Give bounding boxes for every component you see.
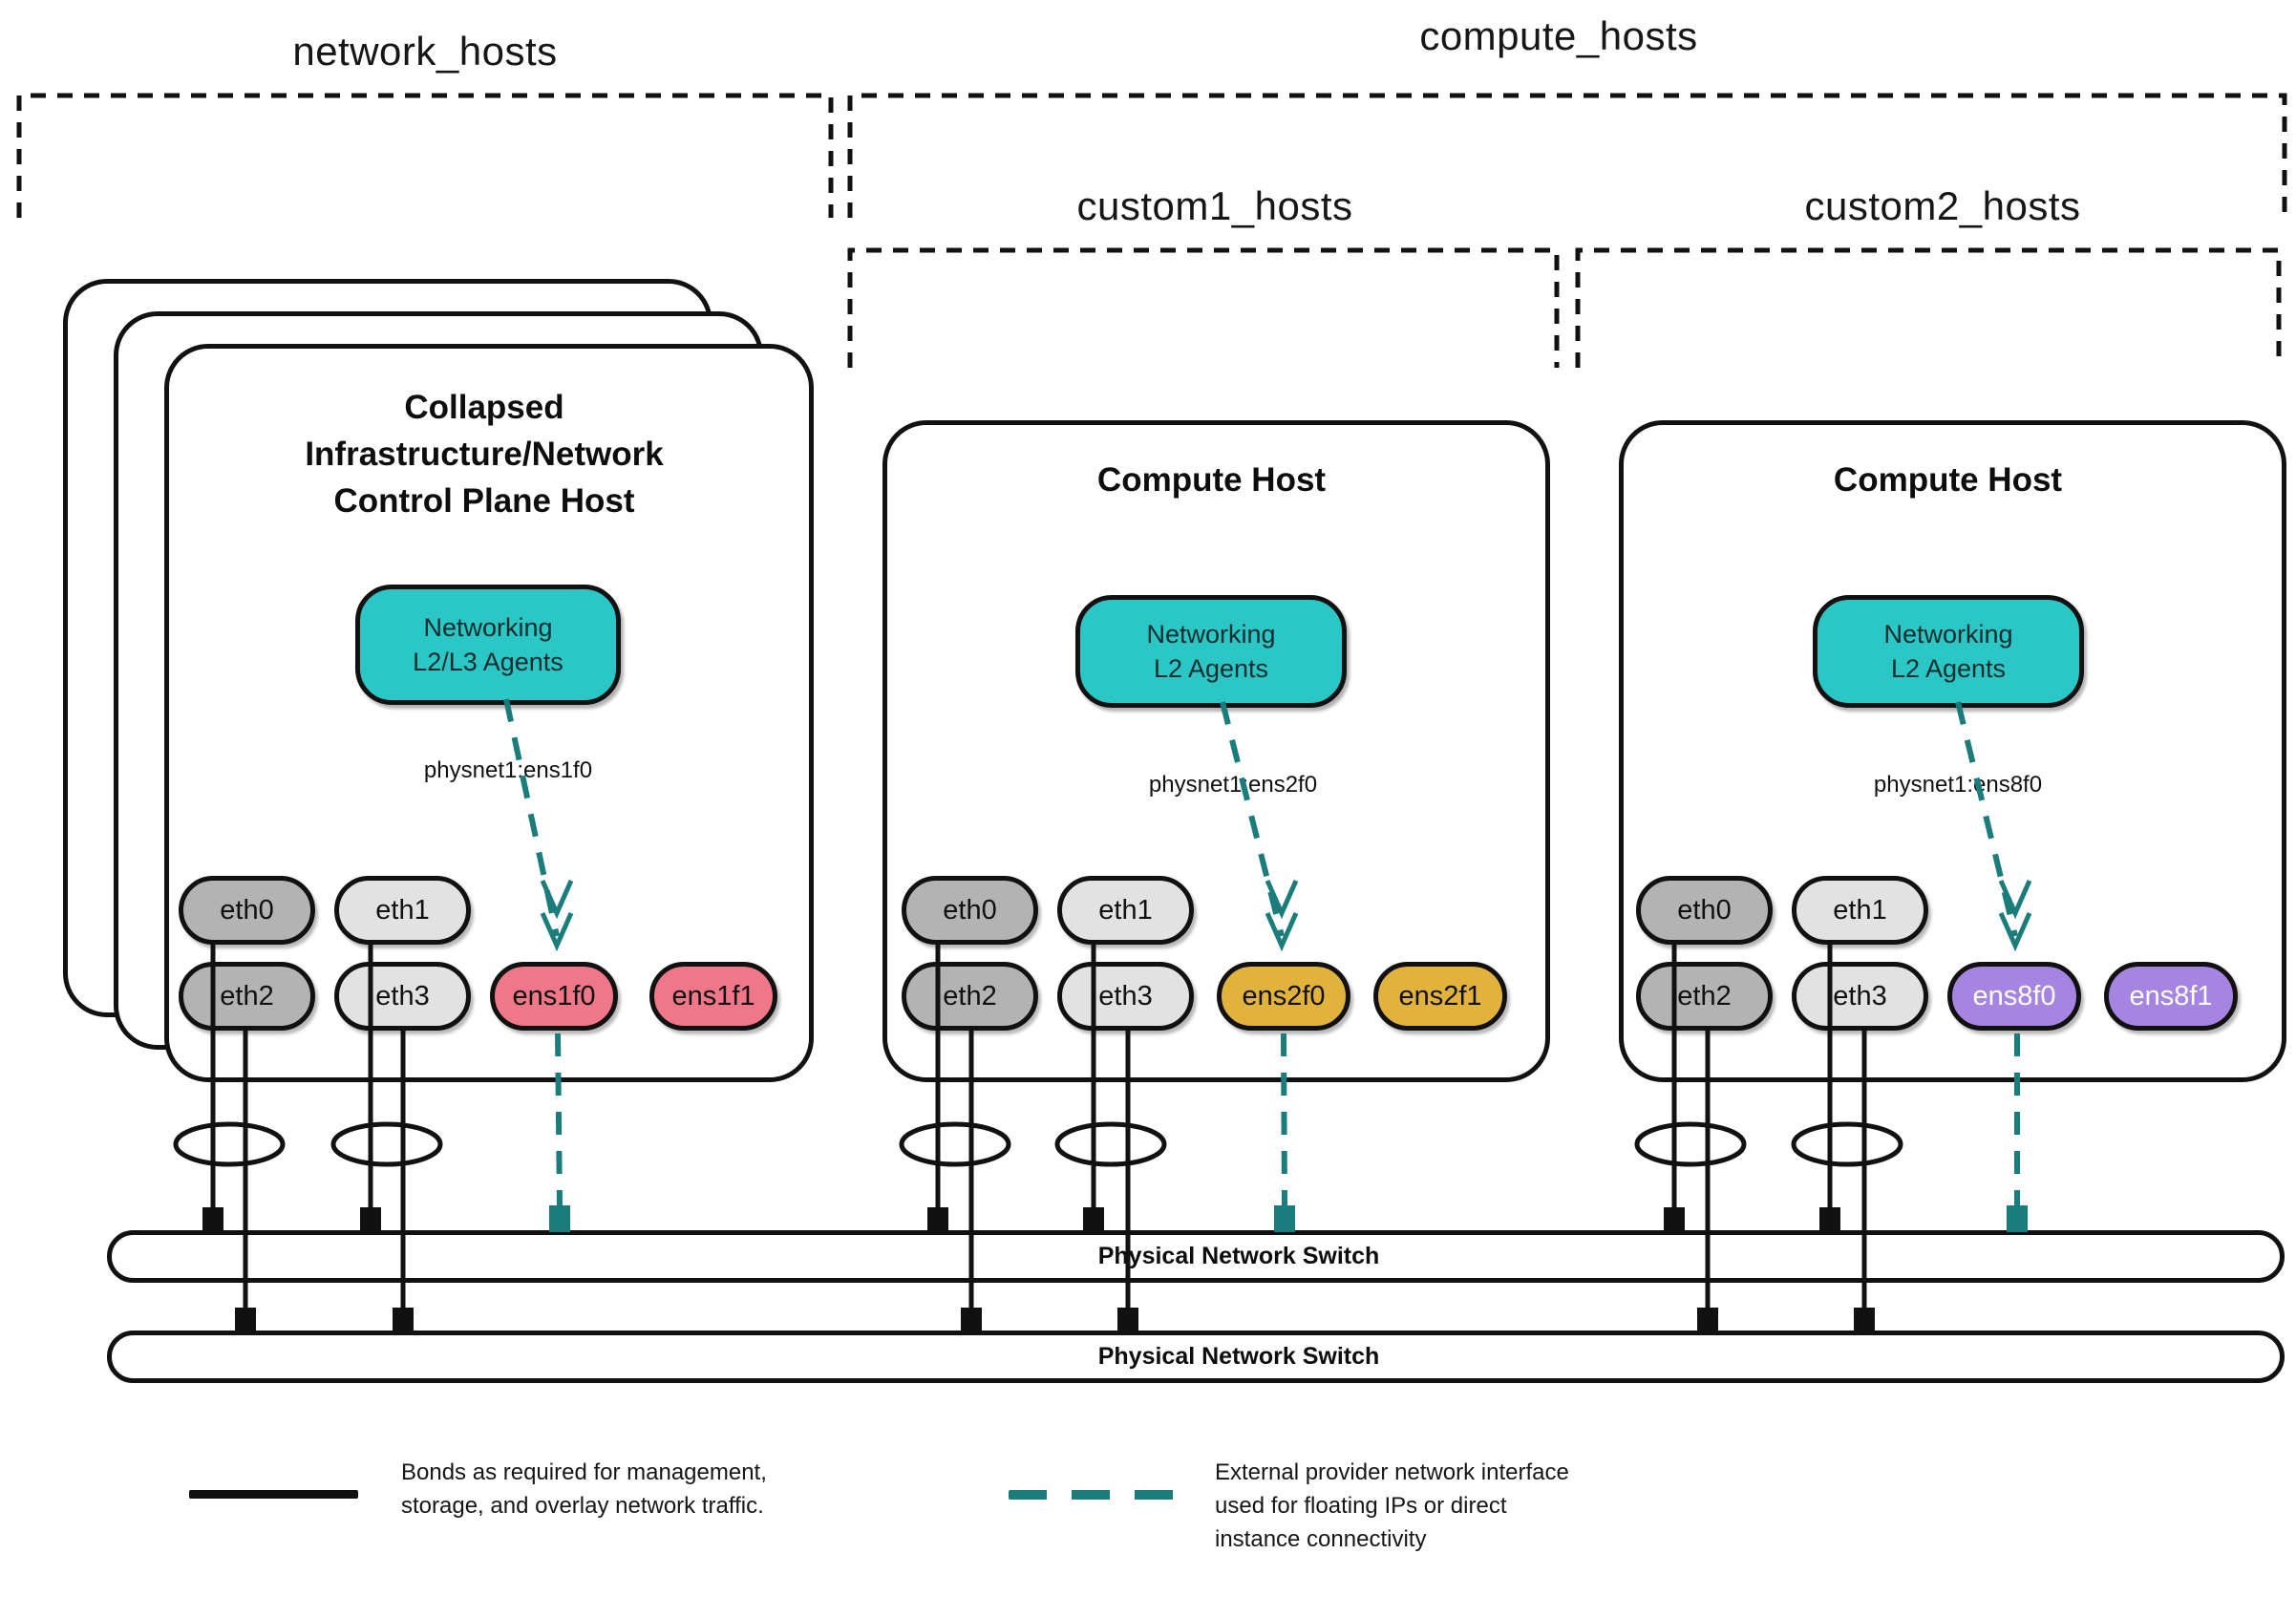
nic-pill-eth2: eth2 bbox=[179, 962, 315, 1031]
compute-host-1-physnet-label: physnet1:ens2f0 bbox=[1148, 772, 1318, 798]
nic-pill-eth2: eth2 bbox=[902, 962, 1038, 1031]
nic-pill-eth0: eth0 bbox=[902, 876, 1038, 945]
provider-network-squares bbox=[549, 1205, 2028, 1232]
nic-pill-ens1f0: ens1f0 bbox=[490, 962, 618, 1031]
nic-pill-eth0: eth0 bbox=[179, 876, 315, 945]
bond-ellipses bbox=[173, 1121, 1903, 1167]
compute-host-2-title: Compute Host bbox=[1833, 461, 2063, 499]
physical-network-switch-1: Physical Network Switch bbox=[107, 1230, 2285, 1283]
group-label-compute-hosts: compute_hosts bbox=[1419, 13, 1698, 58]
network-hosts-bracket bbox=[16, 93, 834, 218]
collapsed-host-title: Collapsed Infrastructure/Network Control… bbox=[305, 389, 664, 520]
group-label-custom1-hosts: custom1_hosts bbox=[1076, 183, 1353, 228]
compute-host-1-agents-box: Networking L2 Agents bbox=[1075, 595, 1347, 708]
nic-pill-eth3: eth3 bbox=[1057, 962, 1194, 1031]
legend-bonds-text: Bonds as required for management, storag… bbox=[401, 1459, 767, 1520]
group-label-network-hosts: network_hosts bbox=[292, 29, 558, 74]
nic-pill-ens2f0: ens2f0 bbox=[1217, 962, 1350, 1031]
compute-host-2-physnet-label: physnet1:ens8f0 bbox=[1873, 772, 2043, 798]
legend-dashed-line-swatch bbox=[1009, 1490, 1186, 1500]
compute-host-1-title: Compute Host bbox=[1096, 461, 1327, 499]
nic-pill-eth1: eth1 bbox=[1057, 876, 1194, 945]
nic-pill-eth3: eth3 bbox=[334, 962, 471, 1031]
nic-pill-ens8f1: ens8f1 bbox=[2104, 962, 2238, 1031]
switch-2-connection-squares bbox=[235, 1308, 1875, 1332]
legend-solid-line-swatch bbox=[189, 1490, 358, 1499]
custom2-hosts-bracket bbox=[1575, 247, 2282, 368]
collapsed-host-box bbox=[164, 344, 814, 1082]
nic-pill-eth1: eth1 bbox=[334, 876, 471, 945]
nic-pill-ens2f1: ens2f1 bbox=[1373, 962, 1507, 1031]
physical-network-switch-2: Physical Network Switch bbox=[107, 1331, 2285, 1383]
switch-1-label: Physical Network Switch bbox=[1097, 1243, 1380, 1269]
nic-pill-eth2: eth2 bbox=[1636, 962, 1773, 1031]
switch-1-connection-squares bbox=[202, 1207, 1840, 1232]
custom1-hosts-bracket bbox=[847, 247, 1560, 368]
nic-pill-eth1: eth1 bbox=[1792, 876, 1928, 945]
compute-host-2-agents-box: Networking L2 Agents bbox=[1813, 595, 2084, 708]
switch-2-label: Physical Network Switch bbox=[1097, 1343, 1380, 1370]
collapsed-host-agents-box: Networking L2/L3 Agents bbox=[355, 585, 621, 705]
nic-pill-ens1f1: ens1f1 bbox=[649, 962, 777, 1031]
group-label-custom2-hosts: custom2_hosts bbox=[1804, 183, 2081, 228]
nic-pill-eth0: eth0 bbox=[1636, 876, 1773, 945]
nic-pill-ens8f0: ens8f0 bbox=[1947, 962, 2081, 1031]
nic-pill-eth3: eth3 bbox=[1792, 962, 1928, 1031]
legend-provider-text: External provider network interface used… bbox=[1215, 1459, 1569, 1553]
collapsed-host-physnet-label: physnet1:ens1f0 bbox=[423, 757, 593, 783]
